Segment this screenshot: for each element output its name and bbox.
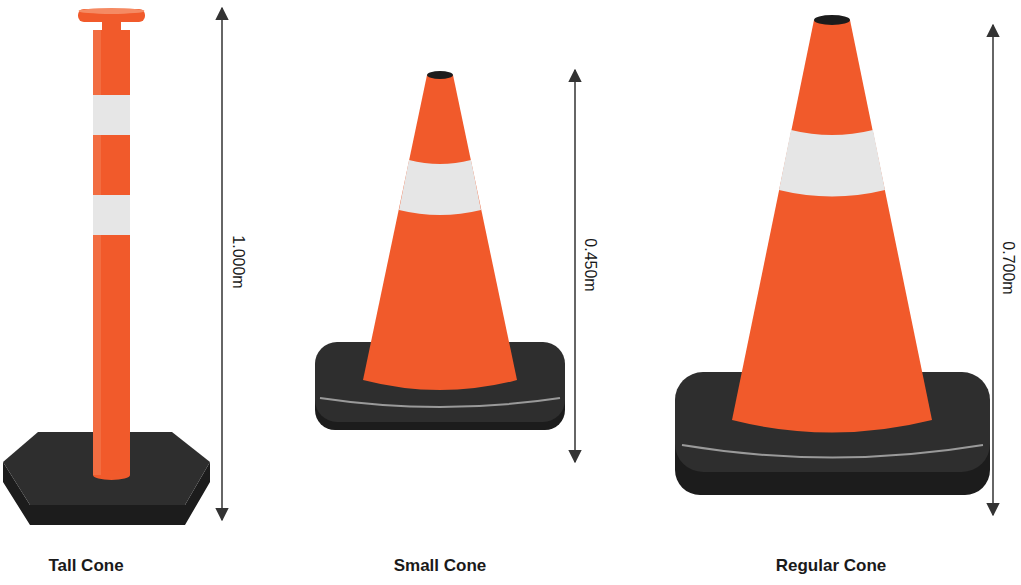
regular-cone [675,15,990,495]
dimension-label: 1.000m [229,235,247,288]
cone-name: Small Cone [394,556,487,576]
cone-name: Regular Cone [776,556,887,576]
tall-cone [3,8,210,525]
dimension-arrow [221,8,223,520]
dimension-arrow [574,70,576,462]
small-cone [315,71,565,430]
dimension-arrow [992,25,994,515]
cone-name: Tall Cone [48,556,123,576]
dimension-label: 0.700m [999,241,1017,294]
dimension-label: 0.450m [581,238,599,291]
